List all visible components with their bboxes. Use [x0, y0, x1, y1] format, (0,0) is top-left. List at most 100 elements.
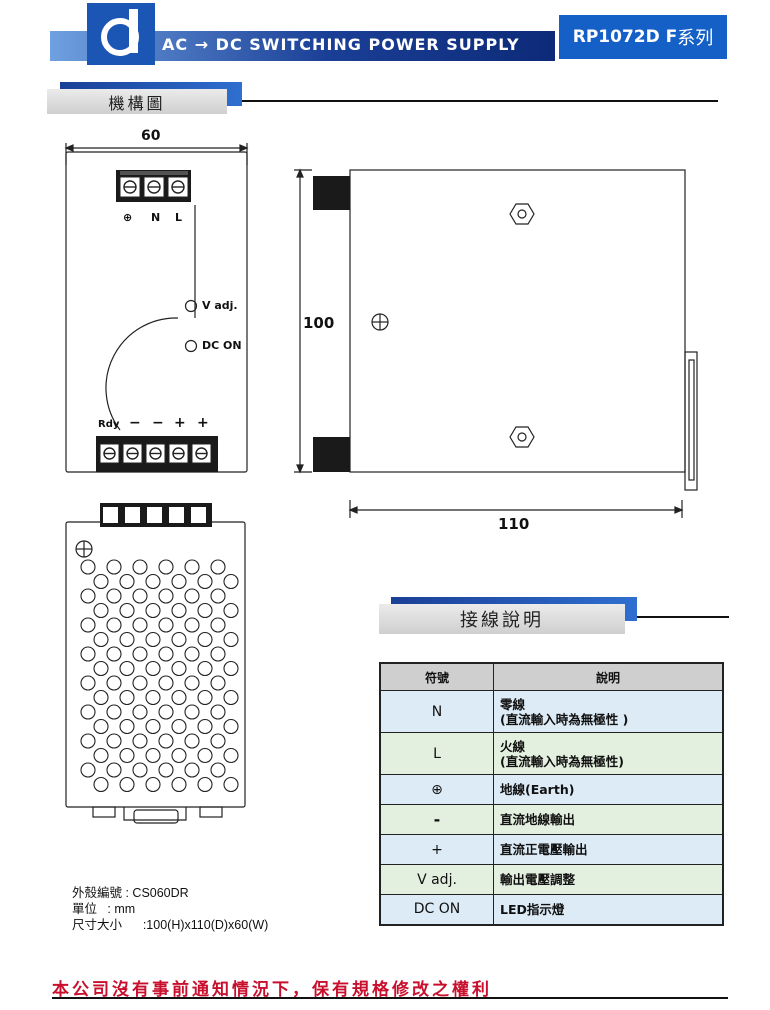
- vent-hole: [93, 747, 109, 764]
- section-divider: [242, 100, 718, 102]
- vent-hole: [184, 733, 200, 749]
- vent-hole: [80, 704, 96, 720]
- vent-hole: [197, 776, 213, 793]
- row-description: 直流正電壓輸出: [493, 834, 724, 865]
- table-row: ⊕ 地線(Earth): [379, 774, 724, 805]
- depth-dimension: 110: [498, 515, 530, 533]
- vent-hole: [132, 588, 148, 604]
- header-title: AC → DC SWITCHING POWER SUPPLY: [162, 35, 520, 54]
- vent-hole: [80, 617, 96, 633]
- spec-notes: 外殼編號 : CS060DR 單位 : mm 尺寸大小 :100(H)x110(…: [72, 885, 268, 933]
- vent-hole: [158, 617, 174, 633]
- table-row: V adj. 輸出電壓調整: [379, 864, 724, 895]
- output-label-minus-1: −: [129, 415, 141, 431]
- row-symbol: DC ON: [379, 894, 494, 925]
- company-logo: [87, 3, 155, 65]
- model-number: RP1072D F: [572, 27, 678, 47]
- input-label-l: L: [175, 211, 183, 224]
- row-symbol: +: [379, 834, 494, 865]
- output-label-plus-1: +: [174, 415, 186, 431]
- vent-hole: [158, 762, 174, 778]
- vent-hole: [223, 573, 239, 590]
- vent-hole: [145, 573, 161, 590]
- vent-hole: [93, 631, 109, 648]
- vent-hole: [210, 588, 226, 604]
- vent-hole: [119, 631, 135, 648]
- vent-hole: [210, 559, 226, 575]
- vent-hole: [223, 631, 239, 648]
- table-row: N 零線 (直流輸入時為無極性 ): [379, 690, 724, 733]
- vent-hole: [184, 588, 200, 604]
- vent-hole: [145, 718, 161, 735]
- vent-hole: [158, 559, 174, 575]
- vent-hole: [184, 559, 200, 575]
- vent-hole: [210, 704, 226, 720]
- row-description: 零線 (直流輸入時為無極性 ): [493, 690, 724, 733]
- vent-hole: [145, 660, 161, 677]
- vent-hole: [80, 588, 96, 604]
- row-symbol: V adj.: [379, 864, 494, 895]
- vent-hole: [171, 660, 187, 677]
- vent-hole: [210, 733, 226, 749]
- row-description: 輸出電壓調整: [493, 864, 724, 895]
- vent-hole: [80, 559, 96, 575]
- vent-hole: [132, 762, 148, 778]
- row-symbol: L: [379, 732, 494, 775]
- vent-hole: [171, 602, 187, 619]
- vent-hole: [171, 689, 187, 706]
- header-symbol: 符號: [379, 662, 494, 691]
- mechanical-section-title: 機構圖: [47, 89, 227, 114]
- vent-hole: [93, 660, 109, 677]
- row-description: 直流地線輸出: [493, 804, 724, 835]
- vent-hole: [119, 747, 135, 764]
- vent-hole: [197, 631, 213, 648]
- vent-hole: [132, 617, 148, 633]
- output-label-rdy: Rdy: [98, 419, 120, 430]
- spec-case-number: 外殼編號 : CS060DR: [72, 886, 189, 900]
- vent-hole: [119, 602, 135, 619]
- vent-hole: [93, 776, 109, 793]
- vent-hole: [158, 646, 174, 662]
- vent-hole: [158, 675, 174, 691]
- vadj-label: V adj.: [202, 299, 238, 312]
- table-header-row: 符號 說明: [379, 662, 724, 691]
- vent-hole: [145, 747, 161, 764]
- vent-hole: [119, 776, 135, 793]
- vent-hole: [197, 660, 213, 677]
- vent-hole: [93, 602, 109, 619]
- vent-hole: [223, 776, 239, 793]
- row-symbol: ⊕: [379, 774, 494, 805]
- vent-hole: [197, 747, 213, 764]
- row-symbol: -: [379, 804, 494, 835]
- row-description: LED指示燈: [493, 894, 724, 925]
- table-row: - 直流地線輸出: [379, 804, 724, 835]
- vent-hole: [106, 617, 122, 633]
- vent-hole: [80, 675, 96, 691]
- vent-hole: [80, 733, 96, 749]
- section-divider: [637, 616, 729, 618]
- input-label-earth: ⊕: [123, 211, 133, 224]
- vent-hole: [171, 573, 187, 590]
- vent-hole: [106, 675, 122, 691]
- vent-hole: [171, 718, 187, 735]
- vent-hole: [106, 704, 122, 720]
- vent-hole: [197, 718, 213, 735]
- vent-hole: [158, 704, 174, 720]
- footer-divider: [52, 997, 728, 999]
- vent-hole: [171, 631, 187, 648]
- vent-hole: [119, 573, 135, 590]
- vent-hole: [184, 762, 200, 778]
- vent-hole: [132, 675, 148, 691]
- row-description: 地線(Earth): [493, 774, 724, 805]
- wiring-table: 符號 說明 N 零線 (直流輸入時為無極性 ) L 火線 (直流輸入時為無極性)…: [379, 662, 724, 926]
- vent-hole: [106, 733, 122, 749]
- spec-unit: 單位 : mm: [72, 902, 136, 916]
- table-row: + 直流正電壓輸出: [379, 834, 724, 865]
- vent-hole: [132, 559, 148, 575]
- vent-hole: [171, 776, 187, 793]
- vent-hole: [119, 660, 135, 677]
